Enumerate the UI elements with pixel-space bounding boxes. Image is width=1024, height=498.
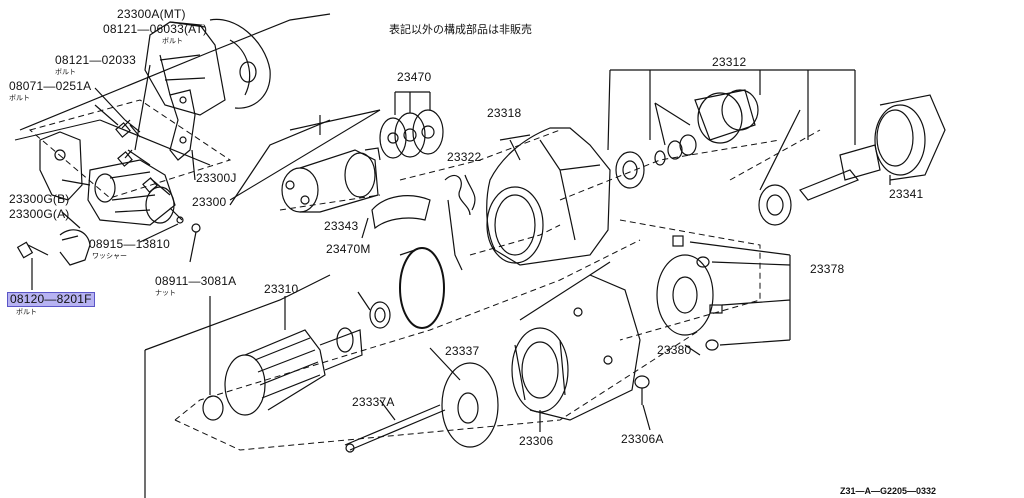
label-23470[interactable]: 23470 xyxy=(397,70,432,84)
gear-assembly xyxy=(607,69,881,226)
note-text: 表記以外の構成部品は非販売 xyxy=(389,23,532,36)
plate xyxy=(39,131,83,201)
label-23337[interactable]: 23337 xyxy=(445,344,480,358)
label-23318[interactable]: 23318 xyxy=(487,106,522,120)
yoke xyxy=(511,261,641,421)
solenoid xyxy=(281,147,381,213)
label-23470m[interactable]: 23470M xyxy=(326,242,371,256)
label-08121-02033-sub: ボルト xyxy=(55,68,76,76)
diagram-code: Z31—A—G2205—0332 xyxy=(840,486,937,496)
bracket xyxy=(169,89,196,161)
label-23341[interactable]: 23341 xyxy=(889,187,924,201)
o-ring xyxy=(399,247,445,329)
label-23306a[interactable]: 23306A xyxy=(621,432,664,446)
label-23312[interactable]: 23312 xyxy=(712,55,747,69)
label-23343[interactable]: 23343 xyxy=(324,219,359,233)
label-08071-0251a[interactable]: 08071—0251A xyxy=(9,79,92,93)
label-08911-3081a[interactable]: 08911—3081A xyxy=(155,274,237,288)
label-23378[interactable]: 23378 xyxy=(810,262,845,276)
armature xyxy=(202,296,391,421)
label-23306[interactable]: 23306 xyxy=(519,434,554,448)
label-23300[interactable]: 23300 xyxy=(192,195,227,209)
label-08915-13810[interactable]: 08915—13810 xyxy=(89,237,170,251)
label-23300ga[interactable]: 23300G(A) xyxy=(9,207,70,221)
starter-small xyxy=(87,159,201,233)
label-08911-3081a-sub: ナット xyxy=(155,289,176,297)
divider-line-top xyxy=(19,13,331,131)
label-08071-0251a-sub: ボルト xyxy=(9,94,30,102)
label-23300a[interactable]: 23300A(MT) xyxy=(117,7,186,21)
label-08120-8201f-highlighted[interactable]: 08120—8201F xyxy=(7,292,95,307)
label-08121-02033[interactable]: 08121—02033 xyxy=(55,53,136,67)
brush-plate xyxy=(656,254,714,336)
label-08120-8201f-sub: ボルト xyxy=(16,308,37,316)
drive-housing xyxy=(486,127,611,266)
label-23310[interactable]: 23310 xyxy=(264,282,299,296)
label-08915-13810-sub: ワッシャー xyxy=(92,252,127,260)
label-23380[interactable]: 23380 xyxy=(657,343,692,357)
label-23322[interactable]: 23322 xyxy=(447,150,482,164)
label-08121-06033[interactable]: 08121—06033(AT) xyxy=(103,22,208,36)
label-23337a[interactable]: 23337A xyxy=(352,395,395,409)
engine-housing xyxy=(144,18,271,116)
label-23300j[interactable]: 23300J xyxy=(196,171,237,185)
label-08121-06033-sub: ボルト xyxy=(162,37,183,45)
label-23300gb[interactable]: 23300G(B) xyxy=(9,192,70,206)
shim-stack xyxy=(379,91,444,159)
